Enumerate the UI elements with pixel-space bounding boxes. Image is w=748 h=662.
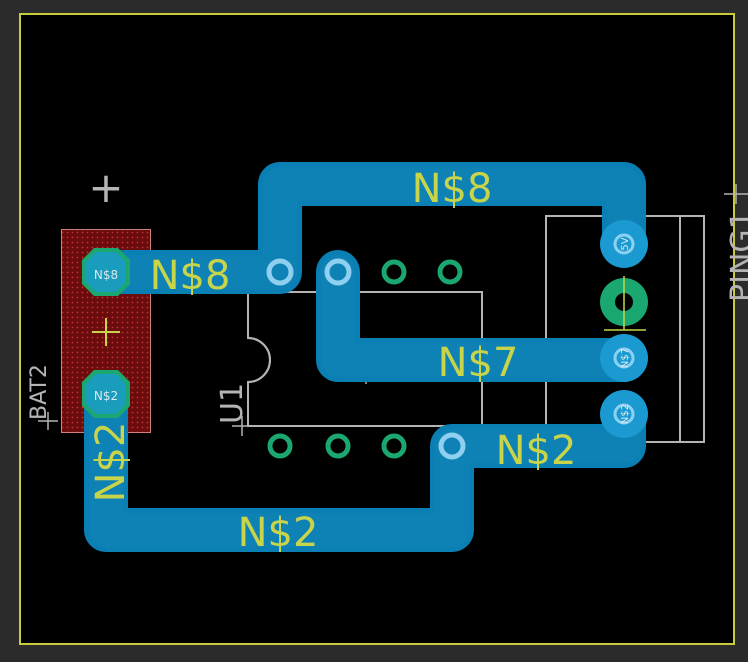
ic-pad-3[interactable] xyxy=(381,433,407,459)
traces xyxy=(84,162,646,552)
net-label-n2-vertical[interactable]: N$2 xyxy=(88,422,134,503)
connector-pin-3[interactable] xyxy=(600,276,648,331)
connector-pin-1-label: N$2 xyxy=(620,404,631,424)
connector-pin-2[interactable]: N$7 xyxy=(600,334,648,382)
connector-pin-2-label: N$7 xyxy=(620,348,631,368)
net-label-n8-top[interactable]: N$8 xyxy=(412,166,493,212)
net-label-n2-bottom[interactable]: N$2 xyxy=(238,510,319,556)
connector-origin-crosshair-icon xyxy=(724,184,748,204)
ic-name-label: U1 xyxy=(215,383,250,424)
connector-pin-4-label: 5V xyxy=(620,237,631,250)
ic-origin-crosshair-icon xyxy=(232,416,252,436)
connector-name-label: PING1 xyxy=(725,210,748,302)
net-label-n7[interactable]: N$7 xyxy=(438,340,519,386)
ic-pad-2[interactable] xyxy=(325,433,351,459)
connector-pin-1[interactable]: N$2 xyxy=(600,390,648,438)
ic-pad-1[interactable] xyxy=(267,433,293,459)
ic-pad-8[interactable] xyxy=(266,258,294,286)
battery-origin-crosshair-icon xyxy=(38,412,58,430)
trace-n7[interactable] xyxy=(316,250,646,382)
ic-notch xyxy=(247,337,271,383)
ic-pads xyxy=(266,258,466,460)
origin-marker: + xyxy=(88,163,123,212)
battery-pad-1[interactable]: N$8 xyxy=(82,248,130,296)
battery-pad-2-net-label: N$2 xyxy=(94,389,118,403)
connector-pin-3-crosshair-icon xyxy=(604,276,646,331)
battery-name-label: BAT2 xyxy=(27,364,52,420)
connector-pads: 5V N$7 N$2 xyxy=(600,220,648,438)
net-label-n8-left[interactable]: N$8 xyxy=(150,253,231,299)
net-label-n2-right[interactable]: N$2 xyxy=(496,428,577,474)
battery-pad-2[interactable]: N$2 xyxy=(82,370,130,418)
trace-n8[interactable] xyxy=(84,162,646,294)
connector-pin-4[interactable]: 5V xyxy=(600,220,648,268)
battery-center-crosshair-icon xyxy=(92,318,120,346)
ic-pad-5[interactable] xyxy=(437,259,463,285)
ic-pad-7[interactable] xyxy=(324,258,352,286)
battery-pad-1-net-label: N$8 xyxy=(94,268,118,282)
board-outline xyxy=(19,13,735,645)
net-labels: N$8 N$8 N$7 N$2 N$2 N$2 xyxy=(88,166,576,556)
trace-n2[interactable] xyxy=(84,372,646,552)
ic-pad-6[interactable] xyxy=(381,259,407,285)
trace-overlay xyxy=(89,167,641,547)
ic-pad-4[interactable] xyxy=(438,432,466,460)
